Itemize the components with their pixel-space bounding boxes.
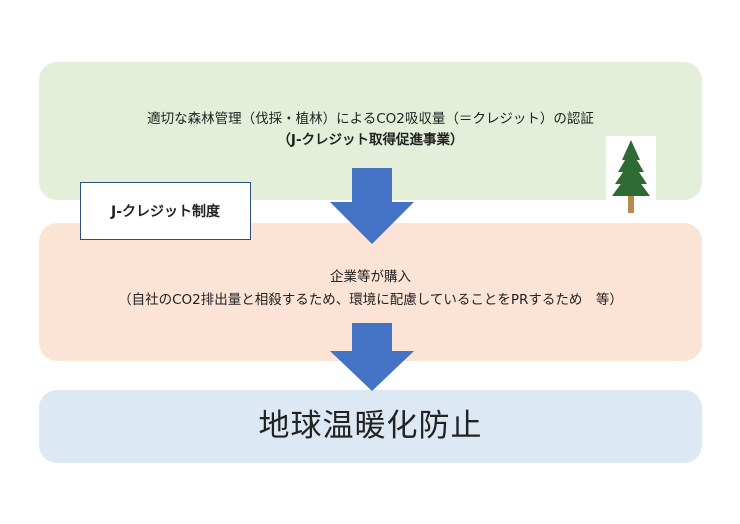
bottom-box (39, 390, 702, 463)
middle-box-subtext: （自社のCO2排出量と相殺するため、環境に配慮していることをPRするため 等） (118, 292, 623, 308)
top-box-text: 適切な森林管理（伐採・植林）によるCO2吸収量（＝クレジット）の認証 (147, 111, 594, 127)
tree-icon (606, 136, 656, 216)
down-arrow-icon (330, 323, 414, 391)
down-arrow-icon (330, 168, 414, 244)
top-box-subtext: （J-クレジット取得促進事業） (277, 132, 464, 148)
bottom-box-text: 地球温暖化防止 (258, 408, 483, 444)
middle-box-text: 企業等が購入 (330, 269, 411, 285)
j-credit-label: J-クレジット制度 (80, 182, 251, 240)
